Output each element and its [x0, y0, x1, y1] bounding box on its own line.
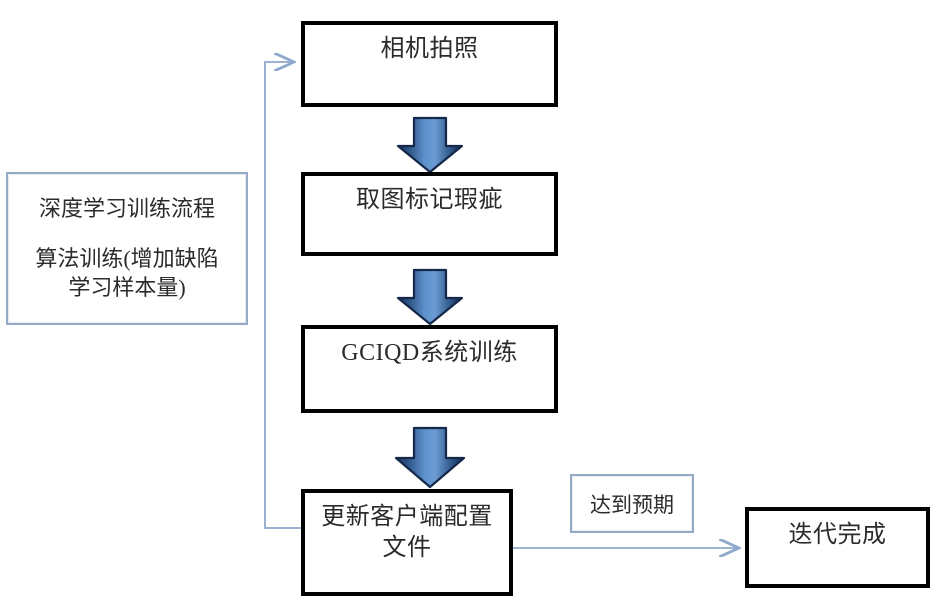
info-panel-body: 算法训练(增加缺陷 学习样本量): [35, 246, 219, 300]
info-panel-heading: 深度学习训练流程: [38, 195, 215, 221]
block-arrow-label-to-train: [396, 268, 464, 326]
result-box-iteration-complete-label: 迭代完成: [788, 522, 887, 548]
process-box-camera-label: 相机拍照: [380, 36, 479, 62]
info-panel: 深度学习训练流程 算法训练(增加缺陷 学习样本量): [6, 172, 248, 325]
process-box-camera[interactable]: 相机拍照: [301, 21, 558, 107]
block-arrow-train-to-update: [394, 426, 466, 489]
process-box-update-config-label: 更新客户端配置 文件: [321, 504, 493, 561]
condition-label-expected: 达到预期: [570, 474, 694, 533]
block-arrow-camera-to-label: [396, 116, 464, 174]
process-box-label-defects[interactable]: 取图标记瑕疵: [301, 172, 558, 256]
process-box-label-defects-label: 取图标记瑕疵: [356, 187, 503, 213]
condition-label-expected-text: 达到预期: [590, 492, 674, 517]
process-box-update-config[interactable]: 更新客户端配置 文件: [301, 489, 513, 596]
process-box-system-training-label: GCIQD系统训练: [341, 340, 518, 366]
process-box-system-training[interactable]: GCIQD系统训练: [301, 325, 558, 413]
feedback-loop-path: [264, 62, 301, 529]
result-box-iteration-complete[interactable]: 迭代完成: [745, 507, 930, 588]
